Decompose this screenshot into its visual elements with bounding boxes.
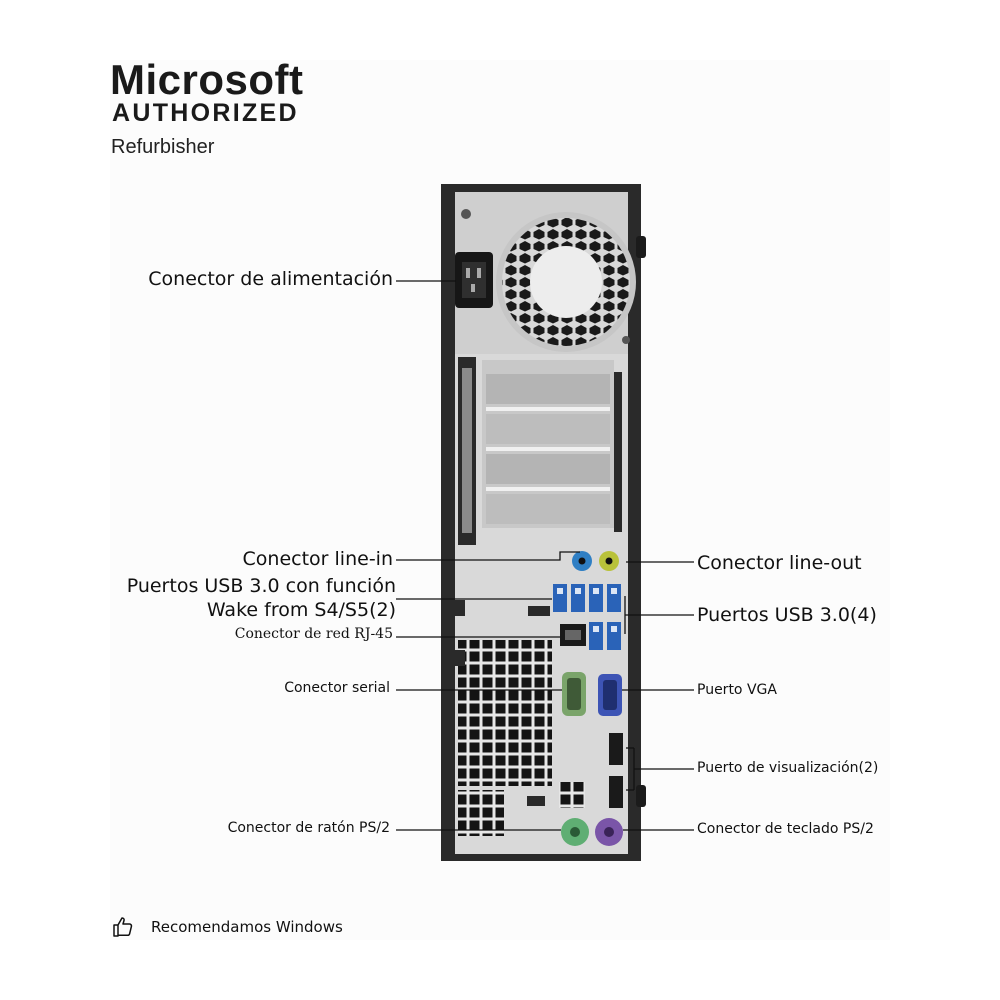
audio-jacks — [572, 551, 619, 571]
usb30-port-1 — [589, 584, 603, 612]
label-rj45: Conector de red RJ-45 — [234, 626, 393, 642]
brand-tagline: Refurbisher — [111, 136, 215, 158]
thumbs-up-icon — [113, 917, 133, 937]
vga-port — [598, 674, 622, 716]
footer-text: Recomendamos Windows — [151, 918, 343, 936]
usb-wake-port-2 — [571, 584, 585, 612]
display-ports — [609, 733, 623, 808]
usb30-port-3 — [589, 622, 603, 650]
lower-vent — [455, 600, 585, 836]
brand-title: Microsoft — [110, 56, 304, 103]
label-usb-wake-line2: Wake from S4/S5(2) — [206, 599, 396, 621]
label-serial: Conector serial — [284, 680, 390, 696]
label-displayport: Puerto de visualización(2) — [697, 760, 879, 776]
label-power-connector: Conector de alimentación — [148, 268, 393, 290]
label-mouse-ps2: Conector de ratón PS/2 — [227, 820, 390, 836]
label-line-out: Conector line-out — [697, 552, 862, 574]
usb-wake-port-1 — [553, 584, 567, 612]
rj45-port — [560, 624, 586, 646]
usb-ports — [553, 584, 621, 650]
expansion-slots — [458, 357, 622, 545]
fan-grille — [496, 212, 636, 352]
serial-port — [562, 672, 586, 716]
brand-subtitle: AUTHORIZED — [112, 99, 299, 127]
leader-lines — [396, 280, 694, 831]
power-connector — [455, 252, 493, 308]
usb30-port-4 — [607, 622, 621, 650]
usb30-port-2 — [607, 584, 621, 612]
label-keyboard-ps2: Conector de teclado PS/2 — [697, 821, 874, 837]
ps2-ports — [561, 818, 623, 846]
label-vga: Puerto VGA — [697, 682, 777, 698]
label-line-in: Conector line-in — [242, 548, 393, 570]
label-usb30: Puertos USB 3.0(4) — [697, 604, 877, 626]
label-usb-wake-line1: Puertos USB 3.0 con función — [126, 575, 396, 597]
